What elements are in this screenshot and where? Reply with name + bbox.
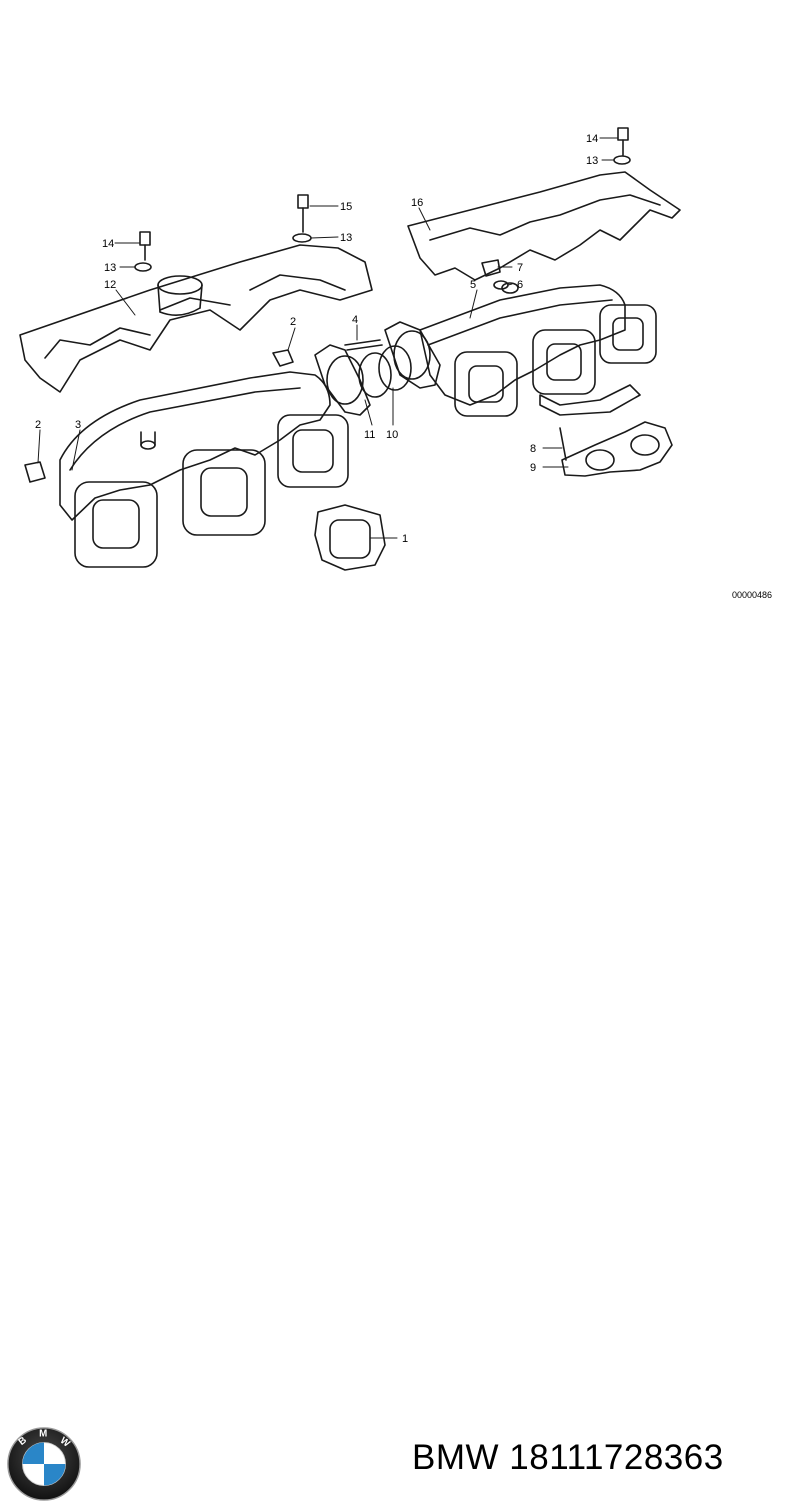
callout-16: 16: [411, 197, 423, 209]
callout-13: 13: [104, 262, 116, 274]
callout-1: 1: [402, 533, 408, 545]
callout-12: 12: [104, 279, 116, 291]
callout-2: 2: [35, 419, 41, 431]
callout-8: 8: [530, 443, 536, 455]
heat-shield-front: [19, 244, 373, 393]
fasteners: [24, 127, 631, 483]
callout-13: 13: [340, 232, 352, 244]
exhaust-manifold-rear: [419, 282, 657, 417]
callout-6: 6: [517, 279, 523, 291]
part-identifier: BMW 18111728363: [412, 1438, 724, 1478]
callout-5: 5: [470, 279, 476, 291]
flange-connector: [314, 321, 441, 416]
brand-name: BMW: [412, 1438, 500, 1477]
callout-13: 13: [586, 155, 598, 167]
callout-9: 9: [530, 462, 536, 474]
callout-11: 11: [364, 429, 375, 441]
leader-lines: [37, 137, 619, 539]
callout-4: 4: [352, 314, 358, 326]
callout-3: 3: [75, 419, 81, 431]
callout-15: 15: [340, 201, 352, 213]
exhaust-manifold-diagram: 1 2 2 3 4 5 6 7 8 9 10 11 12 13 13 13 14…: [19, 127, 772, 600]
callout-labels: 1 2 2 3 4 5 6 7 8 9 10 11 12 13 13 13 14…: [35, 133, 772, 600]
heat-shield-rear: [407, 171, 681, 281]
diagram-reference-number: 00000486: [732, 590, 772, 600]
bmw-logo: B M W: [7, 1427, 81, 1501]
callout-14: 14: [102, 238, 114, 250]
callout-2: 2: [290, 316, 296, 328]
gasket-rear: [561, 421, 673, 477]
exhaust-manifold-front: [59, 371, 349, 568]
callout-10: 10: [386, 429, 398, 441]
callout-7: 7: [517, 262, 523, 274]
logo-letter-m: M: [39, 1429, 47, 1440]
footer: B M W BMW 18111728363: [0, 700, 800, 1501]
gasket-front: [314, 504, 386, 571]
callout-14: 14: [586, 133, 598, 145]
part-number: 18111728363: [509, 1438, 724, 1477]
